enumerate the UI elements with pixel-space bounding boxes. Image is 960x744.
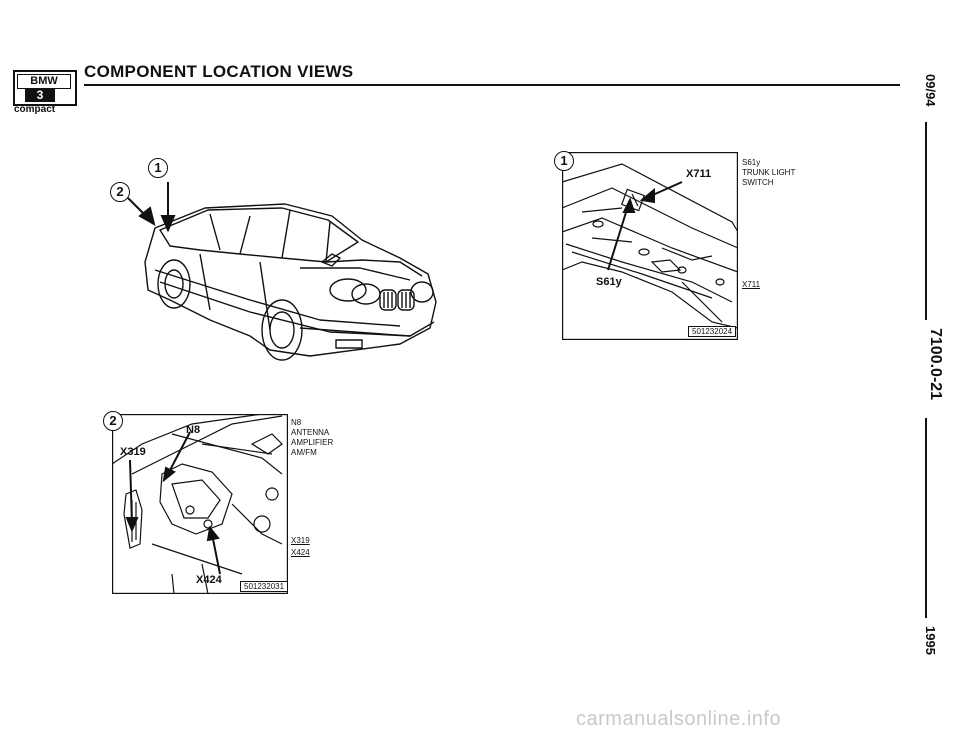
car-overview-illustration (127, 182, 437, 361)
antenna-legend-n8: N8 ANTENNA AMPLIFIER AM/FM (291, 418, 334, 457)
side-rail-bottom (925, 418, 927, 618)
car-callout-2: 2 (110, 182, 130, 202)
antenna-legend-x319: X319 (291, 536, 310, 545)
side-page-number: 7100.0-21 (927, 328, 944, 401)
antenna-n8-callout: N8 (186, 424, 201, 436)
trunk-legend-x711: X711 (742, 280, 761, 289)
antenna-x319-callout: X319 (120, 446, 146, 458)
logo-model-number: 3 (25, 89, 55, 102)
antenna-amplifier-illustration (112, 414, 288, 594)
bmw-3-compact-logo: BMW 3 (13, 70, 77, 106)
side-year: 1995 (923, 626, 938, 655)
page-title: COMPONENT LOCATION VIEWS (84, 62, 354, 81)
car-callout-1: 1 (148, 158, 168, 178)
title-rule (84, 84, 900, 86)
trunk-light-switch-illustration (562, 152, 738, 340)
trunk-s61y-callout: S61y (596, 276, 622, 288)
antenna-x424-callout: X424 (196, 574, 222, 586)
logo-bmw-text: BMW (17, 74, 71, 89)
antenna-panel-number: 2 (103, 411, 123, 431)
trunk-legend-s61y: S61y TRUNK LIGHT SWITCH (742, 158, 796, 187)
antenna-ref-number: 501232031 (240, 581, 289, 592)
antenna-legend-x424: X424 (291, 548, 310, 557)
watermark: carmanualsonline.info (576, 708, 782, 730)
trunk-panel-number: 1 (554, 151, 574, 171)
trunk-x711-callout: X711 (686, 168, 712, 180)
side-rail-top (925, 122, 927, 320)
side-date: 09/94 (923, 74, 938, 107)
logo-subtitle: compact (14, 104, 56, 115)
trunk-ref-number: 501232024 (688, 326, 737, 337)
